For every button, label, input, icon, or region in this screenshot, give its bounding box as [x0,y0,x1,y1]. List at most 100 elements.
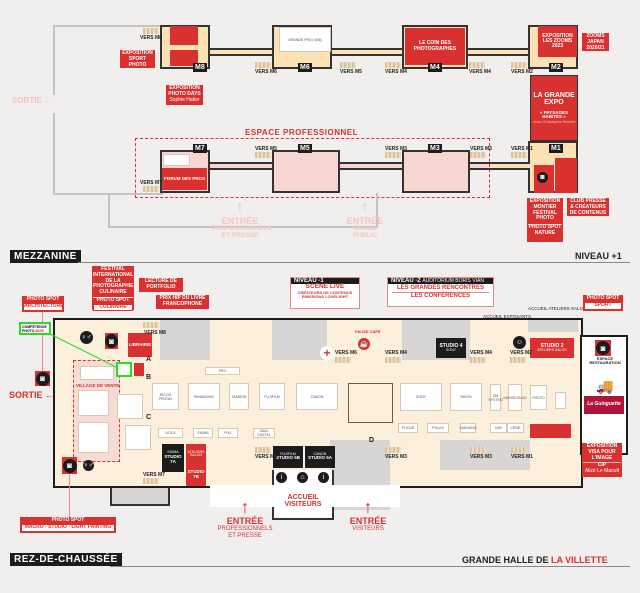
stairs[interactable] [143,28,159,34]
callout-zooms-japan[interactable]: ZOOMS JAPAN 2020/21 [582,33,609,51]
mezzanine-exit-label[interactable]: SORTIE ← [12,96,53,105]
callout-niveau-2[interactable]: NIVEAU -2 AUDITORIUM BORIS VIAN LES GRAN… [387,277,494,307]
exposition-les-zooms[interactable]: EXPOSITION LES ZOOMS 2023 [538,26,577,57]
cloakroom-icon[interactable]: ⌂ [297,472,308,483]
booth[interactable]: FUJIFILM [259,383,285,410]
stairs[interactable] [255,62,271,68]
stairs[interactable] [511,152,527,158]
stairs[interactable] [511,447,527,453]
booth[interactable]: PANASONIC [188,383,220,410]
stairs[interactable] [255,152,271,158]
booth[interactable]: HASSELBLAD [504,384,526,411]
module-label: M2 [549,63,563,72]
espace-professionnel-zone [135,138,490,198]
module-label: M1 [549,144,563,153]
callout-culinaire[interactable]: FESTIVAL INTERNATIONAL DE LA PHOTOGRAPHI… [92,266,134,312]
coin-des-photographes[interactable]: LE COIN DES PHOTOGRAPHES [405,28,465,65]
stairs[interactable] [340,62,356,68]
booth[interactable] [80,366,114,380]
mezzanine-pro-corridor [205,162,505,170]
stairs[interactable] [385,447,401,453]
booth[interactable]: RICOH PENTAX [152,383,179,410]
stairs[interactable] [385,62,401,68]
callout-club-presse[interactable]: CLUB PRESSE & CRÉATEURS DE CONTENUS [567,198,609,216]
photo-spot-culinaire-camera[interactable]: ◙ [105,333,118,349]
booth[interactable]: POLKA [427,423,449,433]
stairs[interactable] [469,62,485,68]
booth[interactable]: PHOTO [530,385,547,410]
visa-booth[interactable] [530,424,571,438]
aisle-label: D [369,437,375,444]
stairs[interactable] [470,447,486,453]
restaurant-logo: La Guinguette [584,396,624,414]
booth[interactable]: FOCUS [398,423,418,433]
booth[interactable]: PRO [205,367,240,375]
ground-exit-label[interactable]: SORTIE ← [9,390,55,400]
accueil-exposants-icon[interactable]: ☺ [513,336,526,349]
booth[interactable]: NISI [490,423,507,433]
stairs[interactable] [385,152,401,158]
la-grande-expo[interactable]: LA GRANDE EXPO « PAYSAGES HABITÉS » Jean… [530,75,578,141]
stairs[interactable] [255,447,271,453]
stairs[interactable] [335,357,351,363]
booth[interactable] [117,394,143,419]
booth[interactable]: SIGMA [193,428,213,438]
stairs[interactable] [143,322,159,328]
booth[interactable]: PIXL [218,428,238,438]
booth[interactable]: TAMRON [229,383,249,410]
booth[interactable] [125,425,151,450]
mezzanine-top-corridor [205,48,535,56]
photo-spot-sport-camera[interactable]: ◙ [595,340,611,356]
callout-portfolio[interactable]: LECTURE DE PORTFOLIO [139,278,183,292]
first-aid-icon: + [320,346,334,360]
info-icon[interactable]: i [276,472,287,483]
booth[interactable]: SONY [400,383,442,411]
booth[interactable] [78,422,109,453]
stairs[interactable] [511,62,527,68]
competence-photo-booth[interactable] [116,362,132,377]
accueil-visiteurs-label: ACCUEIL VISITEURS [284,494,322,509]
booth[interactable]: SAAL DIGITAL [253,428,275,438]
photo-spot-macro-camera[interactable]: ◙ [62,457,77,474]
booth[interactable]: OM SYSTEM [488,384,503,411]
booth[interactable]: CEWE [507,423,524,433]
booth[interactable] [555,392,566,409]
stairs[interactable] [143,478,159,484]
booth[interactable] [78,390,109,416]
info-icon[interactable]: i [318,472,329,483]
callout-niveau-1[interactable]: NIVEAU -1 SCÈNE LIVE CRÉATEURS DE CONTEN… [290,277,360,309]
booth[interactable]: SAMYANG [459,423,477,433]
stairs[interactable] [470,152,486,158]
photo-spot-architecture-camera[interactable]: ◙ [35,371,50,386]
booth[interactable]: LEICA [158,428,183,438]
booth[interactable]: CANON [296,383,338,410]
librairie[interactable]: LIBRAIRIE [128,333,152,357]
forum-des-pros[interactable]: FORUM DES PROS [162,168,207,190]
callout-prix-hip[interactable]: PRIX HIP DU LIVRE FRANCOPHONE [156,295,209,309]
stairs[interactable] [143,186,159,192]
module-label: M8 [193,63,207,72]
callout-exposition-sport[interactable]: EXPOSITION SPORT PHOTO [120,50,155,68]
booth[interactable]: NIKON [450,383,482,411]
exposition-room-m8-2 [170,50,198,66]
stairs[interactable] [510,357,526,363]
stairs[interactable] [470,357,486,363]
competence-photo-label[interactable]: COMPÉTENCE PHOTO B005 [19,322,51,335]
stairs[interactable] [385,357,401,363]
